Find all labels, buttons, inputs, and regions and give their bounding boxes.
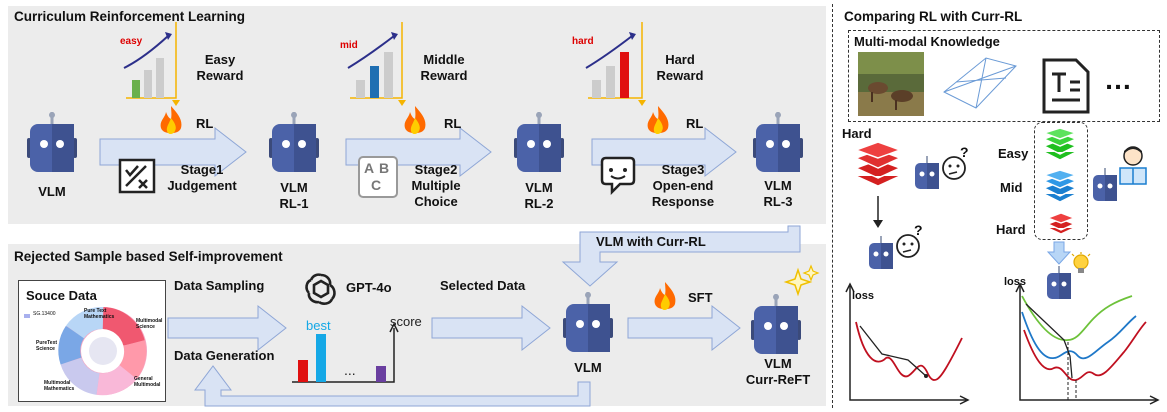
source-donut-chart	[58, 307, 147, 396]
layers-icon-mid	[1041, 169, 1079, 203]
down-arrow	[873, 196, 883, 228]
knowledge-title: Multi-modal Knowledge	[854, 34, 1000, 49]
reward-chart-mid	[347, 22, 406, 106]
chat-icon	[600, 156, 636, 196]
bridge-label: VLM with Curr-RL	[596, 234, 706, 249]
arrow-bridge	[561, 225, 801, 287]
compare-title: Comparing RL with Curr-RL	[844, 9, 1023, 24]
tag-hard: hard	[572, 36, 594, 47]
label-multimodal-math: Multimodal Mathematics	[44, 380, 75, 392]
geometry-diagram	[943, 57, 1017, 109]
robot-icon	[1093, 168, 1117, 201]
fire-icon	[160, 106, 182, 134]
robot-icon	[514, 112, 564, 172]
question-mark: ?	[914, 222, 923, 238]
arrow-feedback	[194, 365, 591, 407]
thinking-face-icon	[896, 234, 920, 258]
stage1-label: Stage1 Judgement	[167, 162, 237, 193]
vlm-curr-reft-label: VLM Curr-ReFT	[745, 356, 811, 387]
abc-a: A	[364, 160, 375, 176]
sft-label: SFT	[688, 290, 713, 305]
rejected-title: Rejected Sample based Self-improvement	[14, 249, 283, 264]
fire-icon	[654, 282, 676, 310]
abc-c: C	[371, 177, 382, 193]
robot-icon	[753, 112, 803, 172]
reading-person-icon	[1119, 146, 1147, 185]
label-pure-text-science: PureText Science	[36, 340, 58, 352]
sparkle-icon	[783, 264, 820, 297]
layers-icon-easy	[1041, 127, 1079, 161]
robot-icon	[563, 292, 613, 352]
document-icon	[1042, 58, 1090, 114]
down-arrow-block	[1046, 241, 1072, 265]
arrow-data-sampling	[167, 304, 287, 352]
reward-chart-easy	[123, 22, 180, 106]
level-hard-label: Hard	[996, 222, 1026, 237]
more-ellipsis: …	[1104, 64, 1132, 95]
source-data-title: Souce Data	[26, 288, 97, 303]
reward-middle: Middle Reward	[420, 52, 468, 83]
score-dots: ...	[344, 362, 356, 378]
lightbulb-icon	[1071, 252, 1091, 273]
fire-icon	[647, 106, 669, 134]
arrow-selected	[431, 304, 551, 352]
openai-icon	[305, 273, 336, 305]
rl-label: RL	[686, 116, 704, 131]
loss-plot-rl	[845, 282, 970, 405]
loss-plot-curr-rl	[1015, 282, 1160, 405]
thinking-face-icon	[942, 156, 966, 180]
curriculum-stack-box	[1034, 122, 1088, 240]
vlm-rl3-label: VLM RL-3	[763, 178, 793, 209]
loss-label-curr-rl: loss	[1004, 276, 1027, 288]
layers-icon-hard-small	[1046, 212, 1076, 235]
judgement-icon	[118, 158, 156, 194]
data-sampling-label: Data Sampling	[174, 278, 265, 293]
robot-icon	[751, 294, 801, 354]
rl-label: RL	[444, 116, 462, 131]
reward-chart-hard	[585, 22, 646, 106]
legend-swatch	[24, 314, 30, 318]
source-legend: SG.13400	[33, 311, 56, 317]
tag-mid: mid	[340, 40, 358, 51]
best-label: best	[306, 318, 331, 333]
abc-b: B	[379, 160, 390, 176]
abc-icon: A B C	[358, 156, 398, 198]
robot-icon	[1047, 266, 1071, 299]
vlm-label: VLM	[38, 184, 66, 199]
curriculum-title: Curriculum Reinforcement Learning	[14, 9, 246, 24]
gpt-label: GPT-4o	[346, 280, 392, 295]
rl-label: RL	[196, 116, 214, 131]
robot-icon	[269, 112, 319, 172]
robot-icon	[915, 156, 939, 189]
selected-data-label: Selected Data	[440, 278, 526, 293]
layers-icon-hard	[853, 141, 903, 187]
score-chart	[292, 322, 399, 383]
label-pure-text-math: Pure Text Mathematics	[84, 308, 115, 320]
data-generation-label: Data Generation	[174, 348, 275, 363]
robot-icon	[869, 236, 893, 269]
robot-icon	[27, 112, 77, 172]
arrow-sft	[627, 304, 741, 352]
tag-easy: easy	[120, 36, 143, 47]
reward-easy: Easy Reward	[196, 52, 244, 83]
vlm-bottom-label: VLM	[574, 360, 602, 375]
fire-icon	[404, 106, 426, 134]
loss-label-rl: loss	[852, 290, 875, 302]
label-multimodal-science: Multimodal Science	[136, 318, 163, 330]
knowledge-box	[848, 30, 1160, 122]
label-general-multimodal: General Multimodal	[134, 376, 161, 388]
stage3-label: Stage3 Open-end Response	[651, 162, 715, 209]
stage2-label: Stage2 Multiple Choice	[411, 162, 461, 209]
stage-arrows	[99, 126, 801, 407]
photo-thumbnail	[858, 52, 924, 116]
level-mid-label: Mid	[1000, 180, 1023, 195]
reward-hard: Hard Reward	[656, 52, 704, 83]
vlm-rl2-label: VLM RL-2	[524, 180, 554, 211]
section-divider	[832, 4, 833, 408]
question-mark: ?	[960, 144, 969, 160]
vlm-rl1-label: VLM RL-1	[279, 180, 309, 211]
hard-label: Hard	[842, 126, 872, 141]
level-easy-label: Easy	[998, 146, 1029, 161]
score-label: score	[390, 314, 422, 329]
